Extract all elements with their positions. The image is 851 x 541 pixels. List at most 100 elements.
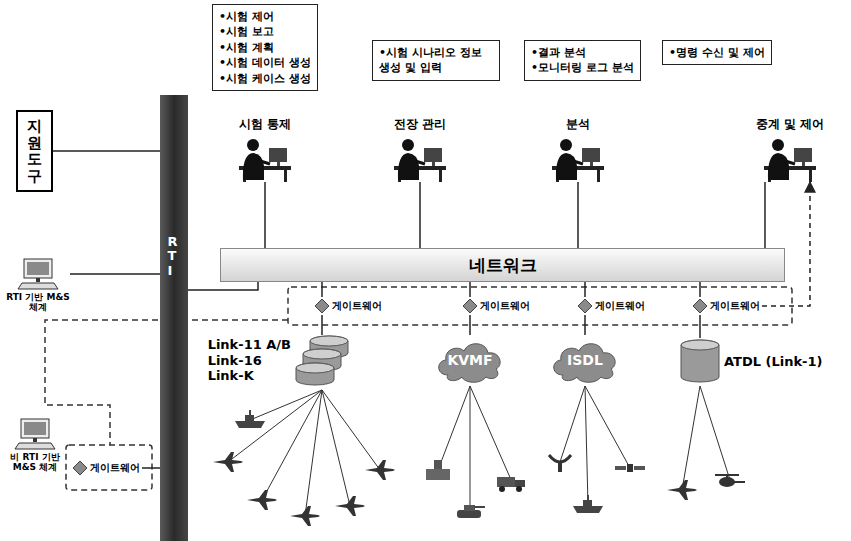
person-body [556, 153, 577, 180]
person-head [772, 139, 784, 151]
tank-icon [457, 505, 485, 518]
keyboard-shape [18, 283, 58, 289]
person-arm [570, 160, 583, 164]
network-label: 네트워크 [469, 254, 537, 277]
monitor-stand [432, 162, 435, 166]
diamond-shape [578, 299, 592, 313]
datalink-label: ATDL (Link-1) [724, 354, 822, 369]
station-label: 전장 관리 [392, 116, 448, 133]
callout-text: •결과 분석 [531, 45, 634, 60]
connector-line [188, 282, 258, 290]
monitor-shape [21, 419, 49, 438]
rti-bus-bar: RTI [160, 95, 188, 541]
gateway-label: 게이트웨어 [90, 461, 140, 475]
aircraft-icon [335, 496, 365, 516]
platform-links [228, 386, 730, 516]
callout-text: •시험 시나리오 정보 생성 및 입력 [379, 45, 493, 76]
person-head [402, 139, 414, 151]
connector-line [577, 182, 579, 248]
cylinder-top [303, 349, 341, 359]
callout-text: •시험 데이터 생성 [219, 55, 311, 70]
function-callout: •시험 제어•시험 보고•시험 계획•시험 데이터 생성•시험 케이스 생성 [212, 4, 318, 91]
bus-label: RTI [168, 235, 181, 278]
datalink-label: Link-11 A/B [208, 337, 291, 353]
datalink-cloud: ISDL [549, 335, 621, 385]
satellite-icon [615, 464, 645, 472]
cylinder-top [681, 340, 719, 350]
network-bar: 네트워크 [220, 248, 785, 282]
cylinder-top [310, 336, 348, 346]
function-callout: •결과 분석•모니터링 로그 분석 [524, 40, 641, 81]
gateway-diamond [73, 461, 87, 475]
cylinder-body [296, 363, 334, 385]
desk-leg [809, 170, 812, 182]
tool-label: 지원도구 [27, 118, 42, 184]
gateway-diamond [463, 299, 477, 313]
gateway-label: 게이트웨어 [710, 299, 760, 313]
connector-line [419, 182, 421, 248]
monitor-stand [802, 162, 805, 166]
monitor-shape [794, 148, 812, 162]
operator-station: 분석 [550, 116, 606, 182]
aircraft-icon [290, 506, 320, 526]
cylinder-top [296, 363, 334, 373]
gateway-diamond [693, 299, 707, 313]
person-arm [257, 160, 270, 164]
network-cylinders [295, 335, 349, 387]
vehicle-icon [497, 477, 525, 492]
connector-line [764, 182, 766, 248]
callout-text: •시험 보고 [219, 24, 311, 39]
connector-line [699, 282, 701, 297]
callout-text: •시험 제어 [219, 9, 311, 24]
connector-line [321, 282, 323, 297]
gateway-label: 게이트웨어 [595, 299, 645, 313]
desk-leg [597, 170, 600, 182]
radar-icon [549, 455, 571, 472]
operator-station: 시험 통제 [237, 116, 293, 182]
operator-station: 중계 및 제어 [756, 116, 824, 182]
ms-system: 비 RTI 기반 M&S 체계 [6, 418, 64, 473]
monitor-shape [269, 148, 287, 162]
datalink-cloud: KVMF [434, 335, 506, 385]
aircraft-icon [365, 460, 395, 480]
aircraft-icon [667, 480, 697, 500]
operator-icon [762, 136, 818, 182]
callout-text: •시험 케이스 생성 [219, 71, 311, 86]
cloud-outline [439, 344, 500, 383]
monitor-stand [33, 438, 37, 442]
operator-station: 전장 관리 [392, 116, 448, 182]
ship-icon [235, 410, 265, 428]
connector-line [321, 315, 323, 335]
cloud-outline [554, 344, 615, 383]
gateway: 게이트웨어 [313, 297, 384, 315]
datalink-label-group: Link-11 A/BLink-16Link-K [208, 335, 291, 384]
connector-line [762, 182, 810, 306]
person-head [560, 139, 572, 151]
datalink-network: Link-11 A/BLink-16Link-K [208, 335, 349, 387]
callout-text: •명령 수신 및 제어 [669, 45, 765, 60]
support-tool-box: 지원도구 [16, 110, 53, 192]
aircraft-icon [213, 452, 243, 472]
network-cylinder [680, 338, 720, 384]
ms-system: RTI 기반 M&S 체계 [6, 258, 70, 313]
monitor-shape [424, 148, 442, 162]
callout-text: •시험 계획 [219, 40, 311, 55]
gateway-diamond [315, 299, 329, 313]
station-label: 분석 [550, 116, 606, 133]
datalink-network: ATDL (Link-1) [680, 338, 822, 384]
person-arm [412, 160, 425, 164]
person-body [398, 153, 419, 180]
datalink-label: ISDL [567, 352, 603, 368]
connector-line [699, 315, 701, 338]
connector-line [53, 150, 160, 152]
monitor-shape [24, 259, 52, 278]
person-body [768, 153, 789, 180]
gateway: 게이트웨어 [461, 297, 532, 315]
connector-line [142, 467, 160, 469]
gateway: 게이트웨어 [71, 459, 142, 477]
person-body [243, 153, 264, 180]
gateway: 게이트웨어 [576, 297, 647, 315]
gateway-label: 게이트웨어 [480, 299, 530, 313]
monitor-shape [582, 148, 600, 162]
connector-line [469, 282, 471, 297]
